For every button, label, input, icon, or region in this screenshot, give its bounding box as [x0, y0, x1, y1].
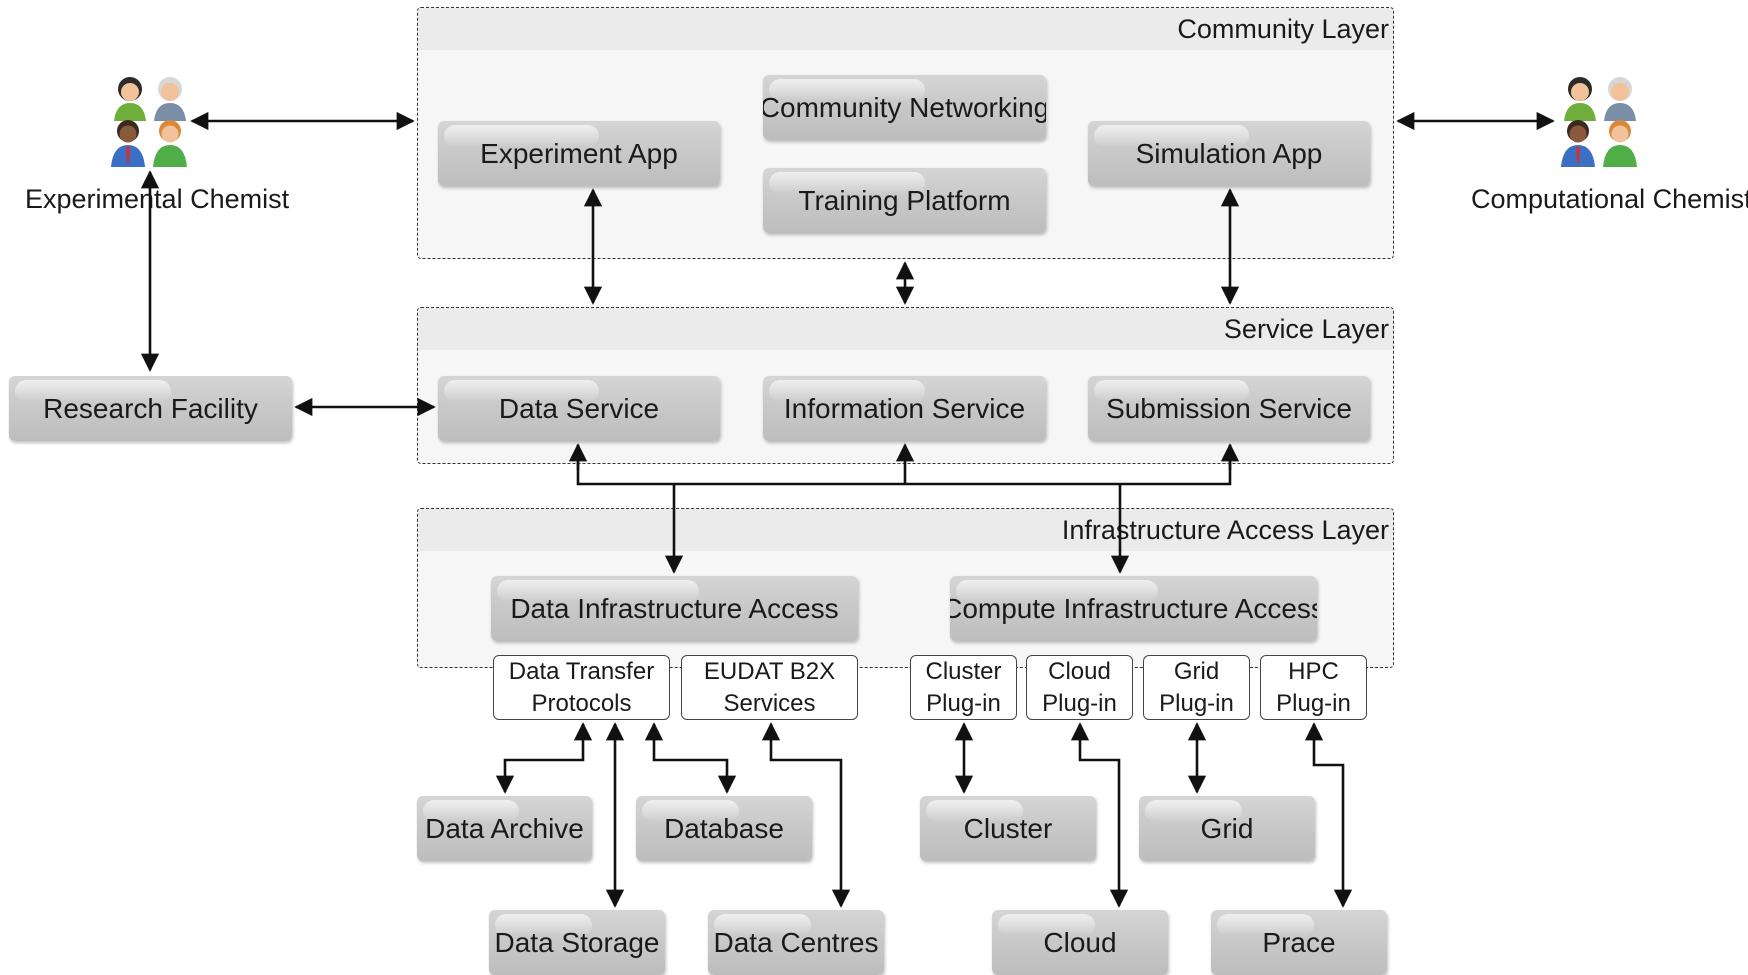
data-infrastructure-access-label: Data Infrastructure Access — [510, 592, 839, 624]
cloud-box: Cloud — [992, 910, 1168, 975]
plug-line-1: EUDAT B2X — [703, 657, 836, 685]
infrastructure-layer-title: Infrastructure Access Layer — [1061, 515, 1389, 545]
data-infrastructure-access-box: Data Infrastructure Access — [491, 576, 858, 641]
plug-line-1: Grid — [1173, 657, 1220, 685]
data-centres-label: Data Centres — [713, 926, 879, 958]
protocols-to-data-archive-arrow — [495, 722, 593, 794]
data-storage-box: Data Storage — [489, 910, 665, 975]
data-centres-box: Data Centres — [708, 910, 884, 975]
protocols-to-database-arrow — [644, 722, 737, 794]
plug-line-1: Cloud — [1048, 657, 1111, 685]
plug-line-1: Cluster — [925, 657, 1002, 685]
research-facility-label: Research Facility — [43, 392, 258, 424]
experiment-app-label: Experiment App — [480, 137, 678, 169]
grid-box: Grid — [1139, 796, 1315, 861]
cluster-label: Cluster — [963, 812, 1053, 844]
prace-label: Prace — [1262, 926, 1336, 958]
simulation-app-label: Simulation App — [1135, 137, 1323, 169]
compute-infrastructure-access-box: Compute Infrastructure Access — [950, 576, 1317, 641]
plug-line-1: HPC — [1288, 657, 1339, 685]
training-platform-box: Training Platform — [763, 168, 1046, 233]
simulation-app-box: Simulation App — [1088, 121, 1370, 186]
hpc-plugin-to-prace-arrow — [1304, 722, 1353, 908]
submission-service-label: Submission Service — [1106, 392, 1352, 424]
community-networking-box: Community Networking — [763, 75, 1046, 140]
training-platform-label: Training Platform — [798, 184, 1011, 216]
plug-line-2: Plug-in — [1159, 689, 1234, 717]
data-service-box: Data Service — [438, 376, 720, 441]
data-service-label: Data Service — [498, 392, 660, 424]
people-group-icon — [111, 77, 187, 167]
plug-line-2: Plug-in — [1042, 689, 1117, 717]
computational-chemist-label: Computational Chemist — [1471, 184, 1748, 214]
experiment-app-box: Experiment App — [438, 121, 720, 186]
cloud-label: Cloud — [1043, 926, 1117, 958]
community-networking-label: Community Networking — [763, 91, 1046, 123]
community-layer-title: Community Layer — [1177, 14, 1389, 44]
plug-line-2: Protocols — [531, 689, 632, 717]
service-layer-title: Service Layer — [1223, 314, 1389, 344]
plug-line-2: Plug-in — [1276, 689, 1351, 717]
plug-line-2: Services — [723, 689, 816, 717]
plug-line-2: Plug-in — [926, 689, 1001, 717]
grid-label: Grid — [1200, 812, 1254, 844]
database-box: Database — [636, 796, 812, 861]
data-archive-label: Data Archive — [425, 812, 584, 844]
database-label: Database — [664, 812, 784, 844]
information-service-label: Information Service — [783, 392, 1026, 424]
data-archive-box: Data Archive — [417, 796, 592, 861]
prace-box: Prace — [1211, 910, 1387, 975]
cluster-box: Cluster — [920, 796, 1096, 861]
data-storage-label: Data Storage — [494, 926, 660, 958]
eudat-b2x-services-box: EUDAT B2X Services — [681, 655, 858, 720]
plug-line-1: Data Transfer — [508, 657, 655, 685]
research-facility-box: Research Facility — [9, 376, 292, 441]
compute-infrastructure-access-label: Compute Infrastructure Access — [950, 592, 1317, 624]
people-group-icon — [1561, 77, 1637, 167]
information-service-box: Information Service — [763, 376, 1046, 441]
hpc-plugin-box: HPC Plug-in — [1260, 655, 1367, 720]
experimental-chemist-label: Experimental Chemist — [25, 184, 290, 214]
submission-service-box: Submission Service — [1088, 376, 1370, 441]
